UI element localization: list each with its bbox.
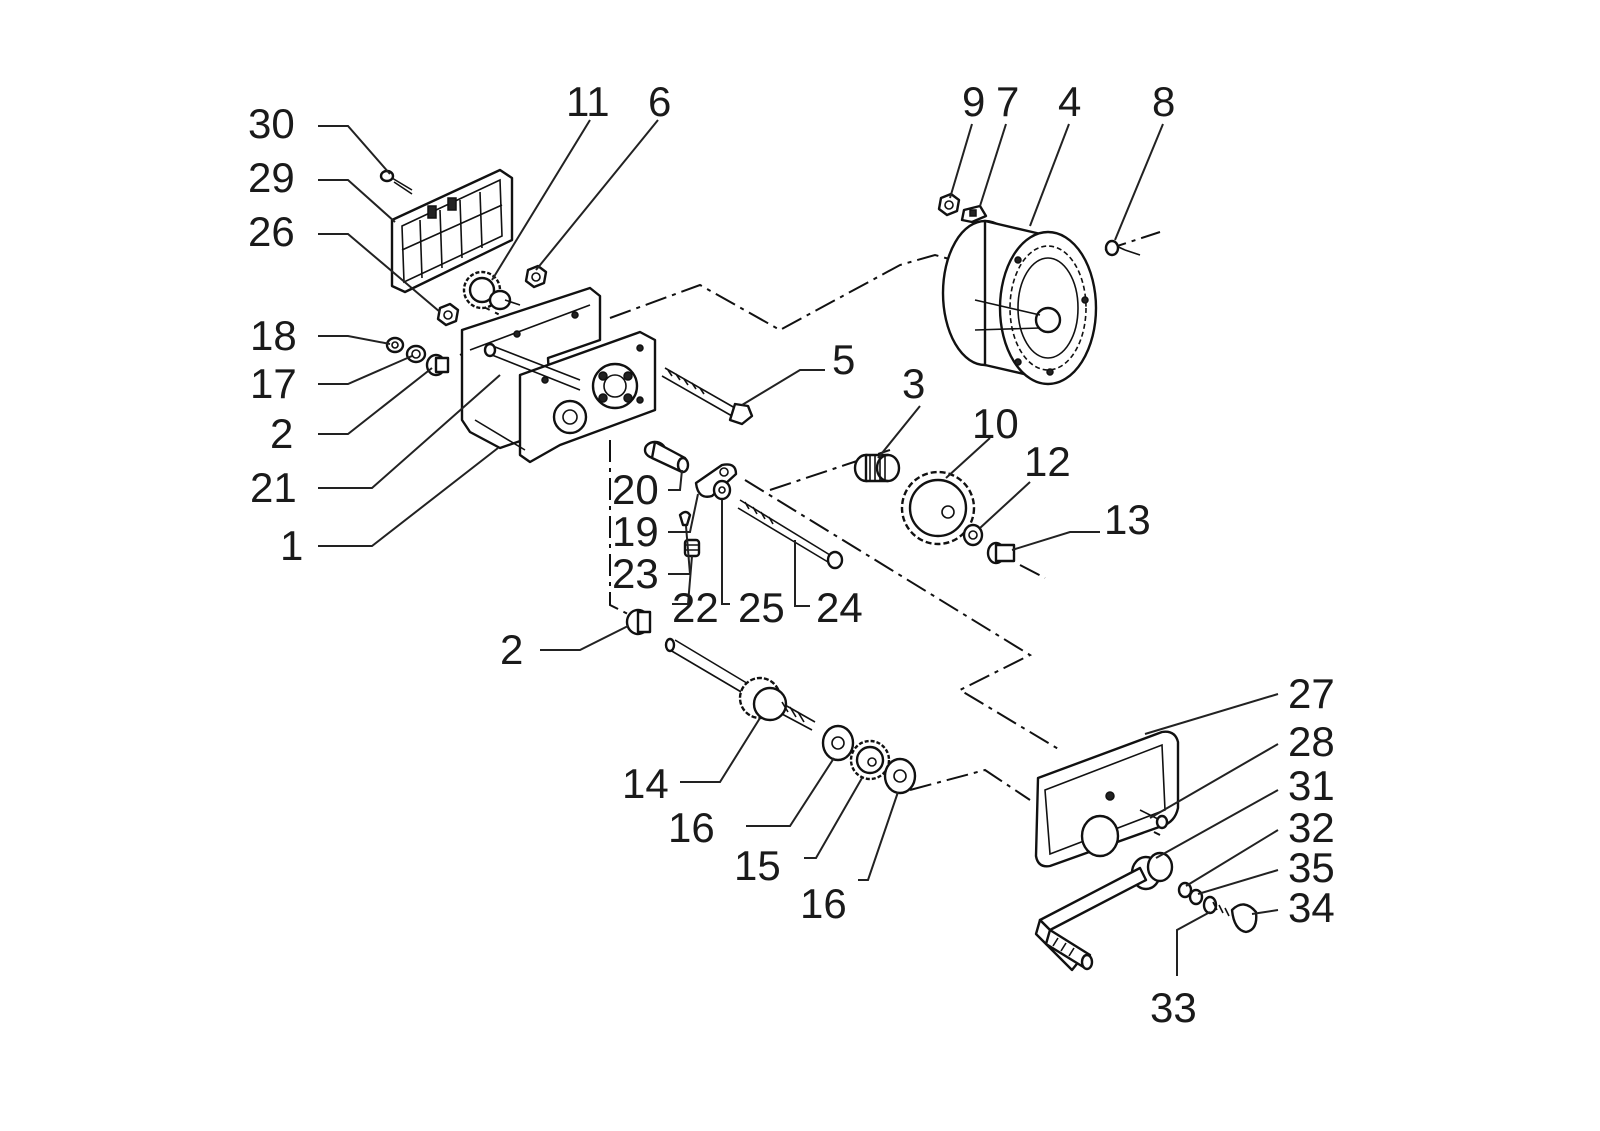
callout-28: 28 (1288, 718, 1335, 765)
part-23-key (678, 510, 692, 527)
part-35-spring-washer (1188, 888, 1204, 906)
callout-3: 3 (902, 360, 925, 407)
part-2-bushing-upper (425, 353, 450, 377)
part-32-washer (1177, 881, 1193, 899)
callout-15: 15 (734, 842, 781, 889)
part-30-screw (379, 169, 413, 195)
callout-labels: 30 29 26 18 17 2 21 1 11 6 9 7 4 8 5 3 1… (248, 78, 1335, 1031)
part-29-cover-plate (390, 168, 514, 294)
callout-33: 33 (1150, 984, 1197, 1031)
callout-2-lower: 2 (500, 626, 523, 673)
callout-11: 11 (566, 78, 610, 125)
callout-23: 23 (612, 550, 659, 597)
part-9-nut (937, 192, 961, 217)
callout-13: 13 (1104, 496, 1151, 543)
part-20-pin (643, 440, 690, 474)
part-17-washer (405, 344, 427, 364)
part-16-washer-left (821, 724, 855, 762)
part-3-bearing (853, 453, 901, 483)
part-5-bolt (661, 367, 754, 426)
part-27-housing-cover (1034, 730, 1180, 868)
part-25-washer (712, 479, 732, 501)
callout-21: 21 (250, 464, 297, 511)
callout-10: 10 (972, 400, 1019, 447)
callout-12: 12 (1024, 438, 1071, 485)
part-4-drum (941, 219, 1098, 386)
callout-22: 22 (672, 584, 719, 631)
part-15-sprocket (849, 739, 891, 781)
callout-34: 34 (1288, 884, 1335, 931)
part-28-bolt (1139, 809, 1169, 830)
part-31-crank-handle (1034, 851, 1174, 972)
callout-35: 35 (1288, 844, 1335, 891)
callout-16-right: 16 (800, 880, 847, 927)
part-10-large-gear (900, 470, 976, 546)
part-11-pinion-gear (462, 270, 521, 311)
part-16-washer-right (883, 757, 917, 795)
callout-2-upper: 2 (270, 410, 293, 457)
part-33-bolt (1202, 895, 1230, 917)
callout-32: 32 (1288, 804, 1335, 851)
part-14-drive-shaft (664, 637, 816, 731)
callout-14: 14 (622, 760, 669, 807)
callout-27: 27 (1288, 670, 1335, 717)
callout-7: 7 (996, 78, 1019, 125)
callout-5: 5 (832, 336, 855, 383)
callout-17: 17 (250, 360, 297, 407)
callout-19: 19 (612, 508, 659, 555)
callout-9: 9 (962, 78, 985, 125)
part-24-bolt (737, 499, 844, 570)
part-8-screw (1104, 239, 1141, 257)
callout-31: 31 (1288, 762, 1335, 809)
part-13-bolt (986, 541, 1016, 565)
callout-16-left: 16 (668, 804, 715, 851)
callout-30: 30 (248, 100, 295, 147)
leader-lines (318, 119, 1279, 976)
callout-6: 6 (648, 78, 671, 125)
part-18-nut (385, 336, 405, 354)
part-1-frame (460, 286, 657, 464)
callout-25: 25 (738, 584, 785, 631)
part-34-knob (1230, 903, 1258, 934)
part-12-washer (962, 523, 984, 547)
callout-20: 20 (612, 466, 659, 513)
part-2-bushing-lower (625, 608, 652, 636)
callout-8: 8 (1152, 78, 1175, 125)
part-19-pawl (694, 463, 738, 498)
callout-1: 1 (280, 522, 303, 569)
part-26-nut (436, 302, 460, 327)
callout-4: 4 (1058, 78, 1081, 125)
callout-29: 29 (248, 154, 295, 201)
callout-24: 24 (816, 584, 863, 631)
callout-18: 18 (250, 312, 297, 359)
part-7-clamp (960, 204, 988, 224)
callout-26: 26 (248, 208, 295, 255)
